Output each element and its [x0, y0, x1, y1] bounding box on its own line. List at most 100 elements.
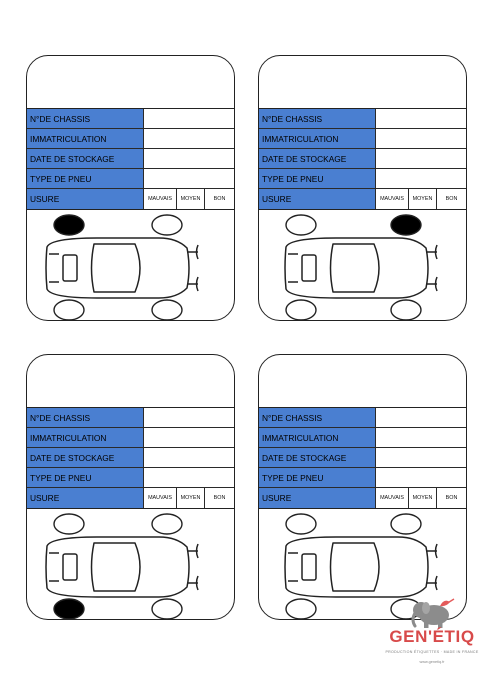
card-form-table: N°DE CHASSIS IMMATRICULATION DATE DE STO… [27, 108, 234, 210]
field-value-registration[interactable] [376, 129, 466, 148]
field-row-wear: USURE MAUVAIS MOYEN BON [27, 488, 234, 508]
tire-front-right[interactable] [390, 513, 422, 535]
tire-front-left[interactable] [53, 513, 85, 535]
wear-option-medium[interactable]: MOYEN [177, 189, 205, 209]
field-label-tire-type: TYPE DE PNEU [259, 169, 376, 188]
field-label-chassis: N°DE CHASSIS [27, 109, 144, 128]
tire-rear-right[interactable] [390, 299, 422, 321]
card-form-table: N°DE CHASSIS IMMATRICULATION DATE DE STO… [27, 407, 234, 509]
field-value-chassis[interactable] [144, 109, 234, 128]
wear-option-good[interactable]: BON [445, 495, 458, 501]
tire-front-left[interactable] [285, 214, 317, 236]
field-row-tire-type: TYPE DE PNEU [27, 169, 234, 189]
tire-front-left[interactable] [53, 214, 85, 236]
field-label-chassis: N°DE CHASSIS [27, 408, 144, 427]
car-diagram [284, 214, 438, 321]
field-value-tire-type[interactable] [144, 468, 234, 487]
field-label-registration: IMMATRICULATION [259, 428, 376, 447]
field-label-chassis: N°DE CHASSIS [259, 109, 376, 128]
wear-option-medium[interactable]: MOYEN [409, 189, 437, 209]
tire-rear-right[interactable] [151, 598, 183, 620]
wear-options: MAUVAIS MOYEN BON [376, 488, 466, 508]
field-label-storage-date: DATE DE STOCKAGE [27, 448, 144, 467]
field-label-storage-date: DATE DE STOCKAGE [27, 149, 144, 168]
field-label-storage-date: DATE DE STOCKAGE [259, 149, 376, 168]
car-top-view [284, 237, 438, 299]
field-value-registration[interactable] [144, 129, 234, 148]
field-value-chassis[interactable] [376, 109, 466, 128]
field-row-wear: USURE MAUVAIS MOYEN BON [27, 189, 234, 209]
field-row-wear: USURE MAUVAIS MOYEN BON [259, 189, 466, 209]
card-form-table: N°DE CHASSIS IMMATRICULATION DATE DE STO… [259, 108, 466, 210]
brand-tagline: PRODUCTION ÉTIQUETTES · MADE IN FRANCE [385, 650, 479, 654]
field-row-storage-date: DATE DE STOCKAGE [27, 149, 234, 169]
tire-rear-right[interactable] [151, 299, 183, 321]
car-top-view [45, 237, 199, 299]
field-label-wear: USURE [259, 189, 376, 209]
wear-option-medium[interactable]: MOYEN [409, 488, 437, 508]
wear-option-medium[interactable]: MOYEN [177, 488, 205, 508]
brand-logo: GEN'ÉTIQ PRODUCTION ÉTIQUETTES · MADE IN… [382, 596, 482, 680]
field-value-chassis[interactable] [376, 408, 466, 427]
elephant-icon [411, 598, 455, 628]
tire-rear-left[interactable] [53, 598, 85, 620]
field-value-tire-type[interactable] [144, 169, 234, 188]
wear-options: MAUVAIS MOYEN BON [144, 189, 234, 209]
field-value-storage-date[interactable] [144, 448, 234, 467]
field-label-tire-type: TYPE DE PNEU [259, 468, 376, 487]
wear-option-bad[interactable]: MAUVAIS [376, 488, 409, 508]
wear-options: MAUVAIS MOYEN BON [144, 488, 234, 508]
field-value-tire-type[interactable] [376, 169, 466, 188]
field-label-registration: IMMATRICULATION [27, 428, 144, 447]
field-label-registration: IMMATRICULATION [27, 129, 144, 148]
field-row-storage-date: DATE DE STOCKAGE [27, 448, 234, 468]
tire-label-card-3: N°DE CHASSIS IMMATRICULATION DATE DE STO… [26, 354, 235, 620]
car-top-view [284, 536, 438, 598]
field-row-tire-type: TYPE DE PNEU [259, 169, 466, 189]
field-row-storage-date: DATE DE STOCKAGE [259, 149, 466, 169]
tire-front-right[interactable] [151, 214, 183, 236]
tire-label-card-4: N°DE CHASSIS IMMATRICULATION DATE DE STO… [258, 354, 467, 620]
brand-name: GEN'ÉTIQ [389, 627, 475, 646]
field-value-chassis[interactable] [144, 408, 234, 427]
field-row-chassis: N°DE CHASSIS [27, 109, 234, 129]
tire-rear-left[interactable] [53, 299, 85, 321]
field-row-registration: IMMATRICULATION [27, 428, 234, 448]
field-label-wear: USURE [27, 189, 144, 209]
wear-options: MAUVAIS MOYEN BON [376, 189, 466, 209]
wear-option-good[interactable]: BON [445, 196, 458, 202]
tire-rear-left[interactable] [285, 299, 317, 321]
field-value-tire-type[interactable] [376, 468, 466, 487]
tire-front-right[interactable] [390, 214, 422, 236]
car-top-view [45, 536, 199, 598]
field-label-storage-date: DATE DE STOCKAGE [259, 448, 376, 467]
field-row-chassis: N°DE CHASSIS [259, 109, 466, 129]
car-diagram [45, 214, 199, 321]
field-row-chassis: N°DE CHASSIS [27, 408, 234, 428]
field-row-storage-date: DATE DE STOCKAGE [259, 448, 466, 468]
field-value-storage-date[interactable] [376, 149, 466, 168]
wear-option-bad[interactable]: MAUVAIS [144, 189, 177, 209]
field-value-registration[interactable] [376, 428, 466, 447]
wear-option-good[interactable]: BON [213, 196, 226, 202]
field-value-storage-date[interactable] [144, 149, 234, 168]
tire-front-right[interactable] [151, 513, 183, 535]
wear-option-bad[interactable]: MAUVAIS [144, 488, 177, 508]
field-label-registration: IMMATRICULATION [259, 129, 376, 148]
tire-rear-left[interactable] [285, 598, 317, 620]
field-row-tire-type: TYPE DE PNEU [27, 468, 234, 488]
field-value-registration[interactable] [144, 428, 234, 447]
field-label-chassis: N°DE CHASSIS [259, 408, 376, 427]
wear-option-good[interactable]: BON [213, 495, 226, 501]
field-label-wear: USURE [259, 488, 376, 508]
field-label-tire-type: TYPE DE PNEU [27, 468, 144, 487]
field-row-registration: IMMATRICULATION [259, 428, 466, 448]
car-diagram [45, 513, 199, 620]
card-form-table: N°DE CHASSIS IMMATRICULATION DATE DE STO… [259, 407, 466, 509]
tire-front-left[interactable] [285, 513, 317, 535]
field-value-storage-date[interactable] [376, 448, 466, 467]
tire-label-card-2: N°DE CHASSIS IMMATRICULATION DATE DE STO… [258, 55, 467, 321]
wear-option-bad[interactable]: MAUVAIS [376, 189, 409, 209]
field-row-chassis: N°DE CHASSIS [259, 408, 466, 428]
tire-label-card-1: N°DE CHASSIS IMMATRICULATION DATE DE STO… [26, 55, 235, 321]
